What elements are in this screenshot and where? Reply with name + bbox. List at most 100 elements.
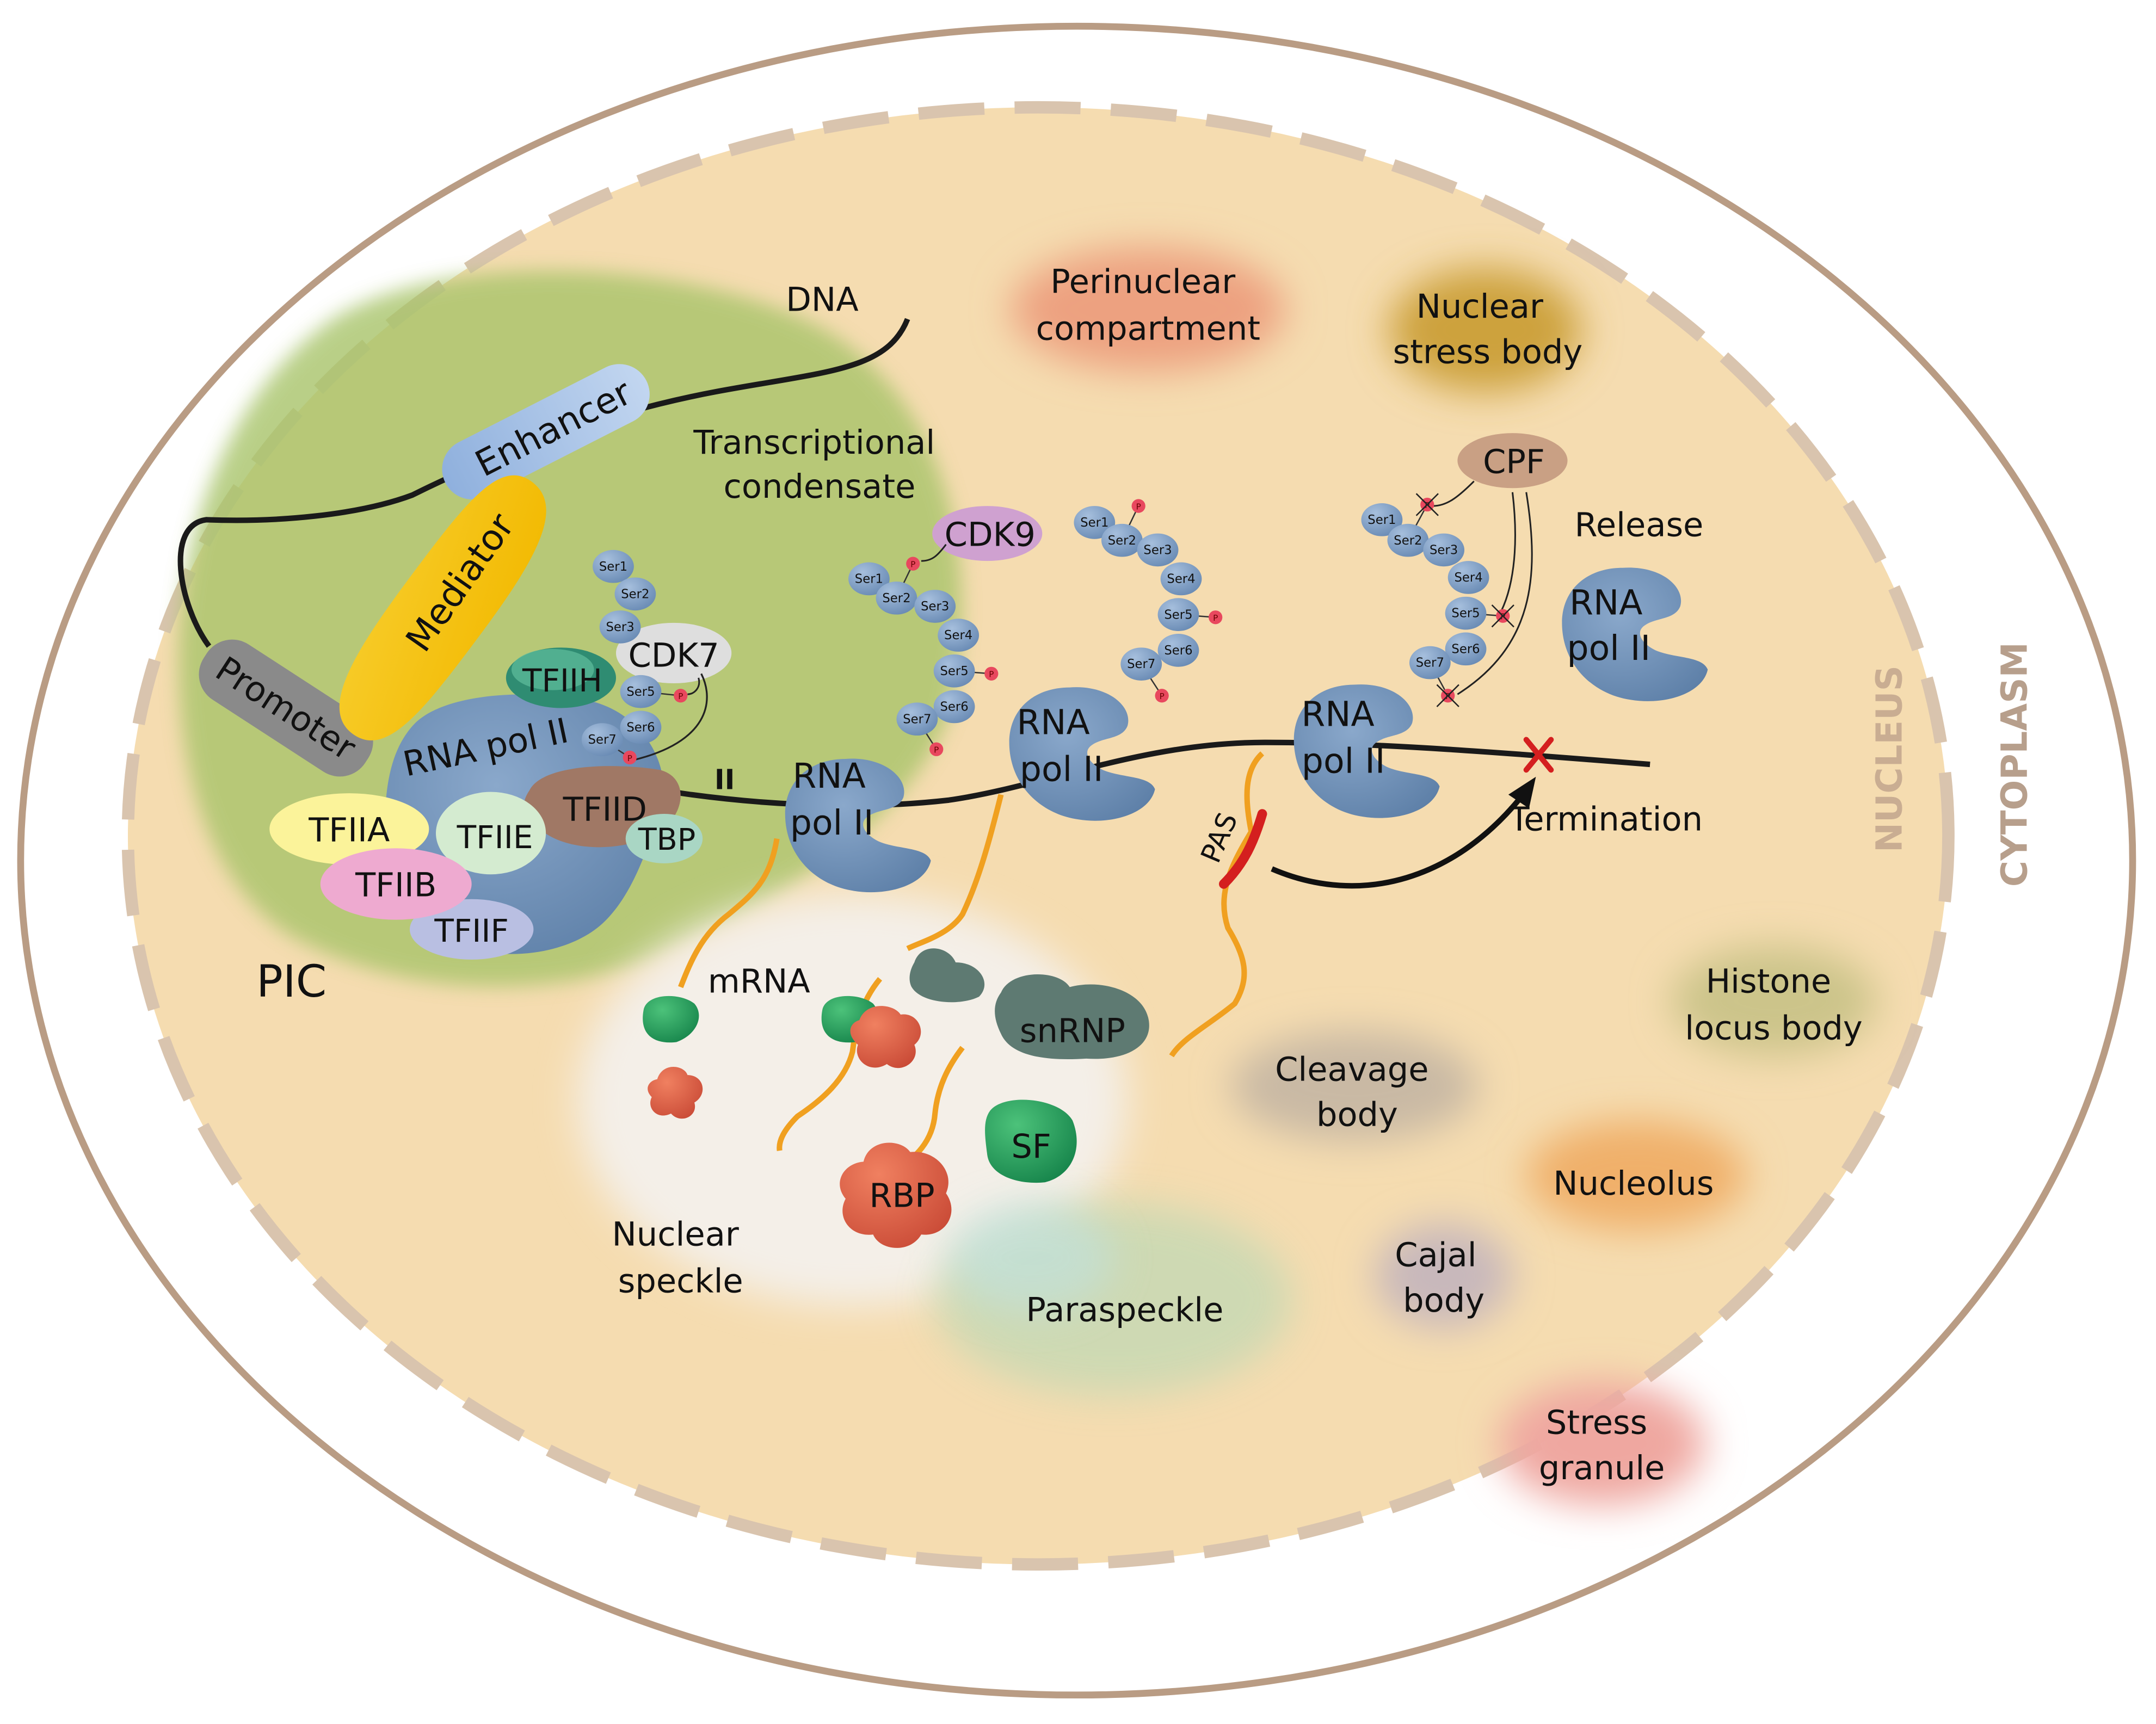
ctd-bead xyxy=(593,549,634,583)
nuclear-speckle xyxy=(577,893,1128,1306)
snrnp-small xyxy=(909,948,985,1003)
dephospho-cross xyxy=(1415,493,1439,516)
termination-arrow xyxy=(1271,789,1529,889)
phospho-mark xyxy=(929,742,944,756)
phospho-label: P xyxy=(627,753,632,763)
nucleolus-label: Nucleolus xyxy=(1553,1165,1714,1203)
ctd-bead xyxy=(896,702,938,736)
ctd-bead-label: Ser2 xyxy=(1394,534,1422,548)
ctd-bead-label: Ser7 xyxy=(903,712,931,726)
pol2-line1: RNA xyxy=(1017,702,1089,743)
rbp: RBP xyxy=(840,1142,952,1248)
ctd-bead xyxy=(620,675,662,708)
pol4-line2: pol II xyxy=(1567,628,1651,668)
ctd-bead xyxy=(1423,533,1465,567)
ctd-bead xyxy=(599,610,641,644)
ctd-bead xyxy=(848,562,890,596)
nuclear-envelope xyxy=(121,101,1955,1571)
rbp-blob-2 xyxy=(850,1006,921,1068)
ctd-bead xyxy=(933,690,975,724)
ctd-bead-label: Ser4 xyxy=(1167,572,1195,586)
ctd-bead-label: Ser7 xyxy=(1127,657,1155,671)
perinuclear-label: Perinuclear compartment xyxy=(1036,263,1260,348)
ctd-bead-label: Ser4 xyxy=(944,628,972,642)
phospho-mark xyxy=(623,750,637,765)
pol3-line2: pol II xyxy=(1302,740,1385,781)
tfiib: TFIIB xyxy=(320,848,472,920)
histone-locus-body xyxy=(1671,946,1877,1056)
pic-label: PIC xyxy=(256,956,327,1008)
tfiif: TFIIF xyxy=(409,899,534,960)
ctd-bead-label: Ser7 xyxy=(588,733,617,747)
cajal-body-label: Cajal body xyxy=(1395,1236,1487,1319)
sf: SF xyxy=(985,1099,1077,1183)
ctd-bead xyxy=(1074,506,1116,539)
phospho-label: P xyxy=(1136,502,1141,511)
ctd-bead-label: Ser6 xyxy=(1164,644,1192,658)
tfiih: TFIIH xyxy=(506,647,616,708)
rna-pol-ii-released: RNA pol II xyxy=(1562,567,1708,701)
cpf: CPF xyxy=(1457,433,1568,489)
cytoplasm-label: CYTOPLASM xyxy=(1994,642,2035,887)
ctd-bead xyxy=(1445,596,1487,630)
ctd-bead xyxy=(1160,562,1202,596)
ctd-bead-label: Ser5 xyxy=(626,685,655,699)
phospho-label: P xyxy=(934,745,939,755)
tfiie: TFIIE xyxy=(435,792,546,875)
tfiia: TFIIA xyxy=(269,793,429,865)
ctd-bead-label: Ser6 xyxy=(1451,642,1480,656)
ctd-bead xyxy=(1409,646,1451,679)
ctd-bead xyxy=(876,582,917,615)
snrnp-label: snRNP xyxy=(1020,1012,1125,1051)
ctd-bead xyxy=(933,654,975,688)
nuclear-stress-body xyxy=(1389,268,1581,392)
ctd-chains: Ser1Ser2Ser3Ser5Ser6Ser7PPSer1Ser2Ser3Se… xyxy=(581,493,1514,765)
pol2-line2: pol II xyxy=(1020,749,1104,789)
dephospho-cross xyxy=(1436,684,1459,707)
dna-label: DNA xyxy=(786,281,859,319)
phospho-mark xyxy=(1209,610,1223,625)
tbp: TBP xyxy=(625,814,703,864)
phospho-label: P xyxy=(1160,691,1165,701)
cdk9-label: CDK9 xyxy=(945,516,1036,554)
pol1-line2: pol II xyxy=(790,802,874,843)
rbp-blob-1 xyxy=(648,1066,703,1119)
phospho-mark xyxy=(1131,499,1145,513)
termination-cross xyxy=(1523,737,1554,773)
ctd-bead-label: Ser5 xyxy=(1451,607,1480,621)
ctd-bead xyxy=(1101,523,1143,557)
nucleolus xyxy=(1526,1120,1747,1231)
cdk9: CDK9 xyxy=(932,506,1043,561)
ctd-bead-label: Ser3 xyxy=(1430,543,1458,558)
phospho-label: P xyxy=(989,670,994,679)
phospho-label: P xyxy=(1213,613,1218,623)
ctd-bead-label: Ser3 xyxy=(606,620,634,634)
pol1-line1: RNA xyxy=(792,756,865,796)
rbp-label: RBP xyxy=(869,1177,934,1215)
ctd-bead-label: Ser2 xyxy=(1108,534,1136,548)
ctd-bead-label: Ser2 xyxy=(882,591,910,605)
sf-blob-1 xyxy=(643,996,699,1043)
ctd-bead xyxy=(1137,533,1179,567)
tfiie-label: TFIIE xyxy=(457,819,533,856)
snrnp: snRNP xyxy=(995,974,1149,1060)
ctd-bead xyxy=(1445,632,1487,666)
nuclear-stress-body-label: Nuclear stress body xyxy=(1393,288,1583,371)
cajal-body xyxy=(1375,1224,1513,1328)
ctd-bead xyxy=(914,590,956,623)
ctd-bead xyxy=(1447,561,1489,594)
ctd-bead-label: Ser5 xyxy=(940,664,968,678)
cdk7-label: CDK7 xyxy=(628,637,719,675)
ctd-bead xyxy=(1157,598,1199,631)
ctd-bead-label: Ser7 xyxy=(1416,656,1444,670)
tfiia-label: TFIIA xyxy=(308,812,390,850)
cleavage-body xyxy=(1230,1031,1479,1141)
tfiid-label: TFIID xyxy=(563,791,647,829)
ctd-bead xyxy=(1157,634,1199,667)
tfiib-label: TFIIB xyxy=(355,867,436,905)
release-label: Release xyxy=(1574,506,1703,545)
